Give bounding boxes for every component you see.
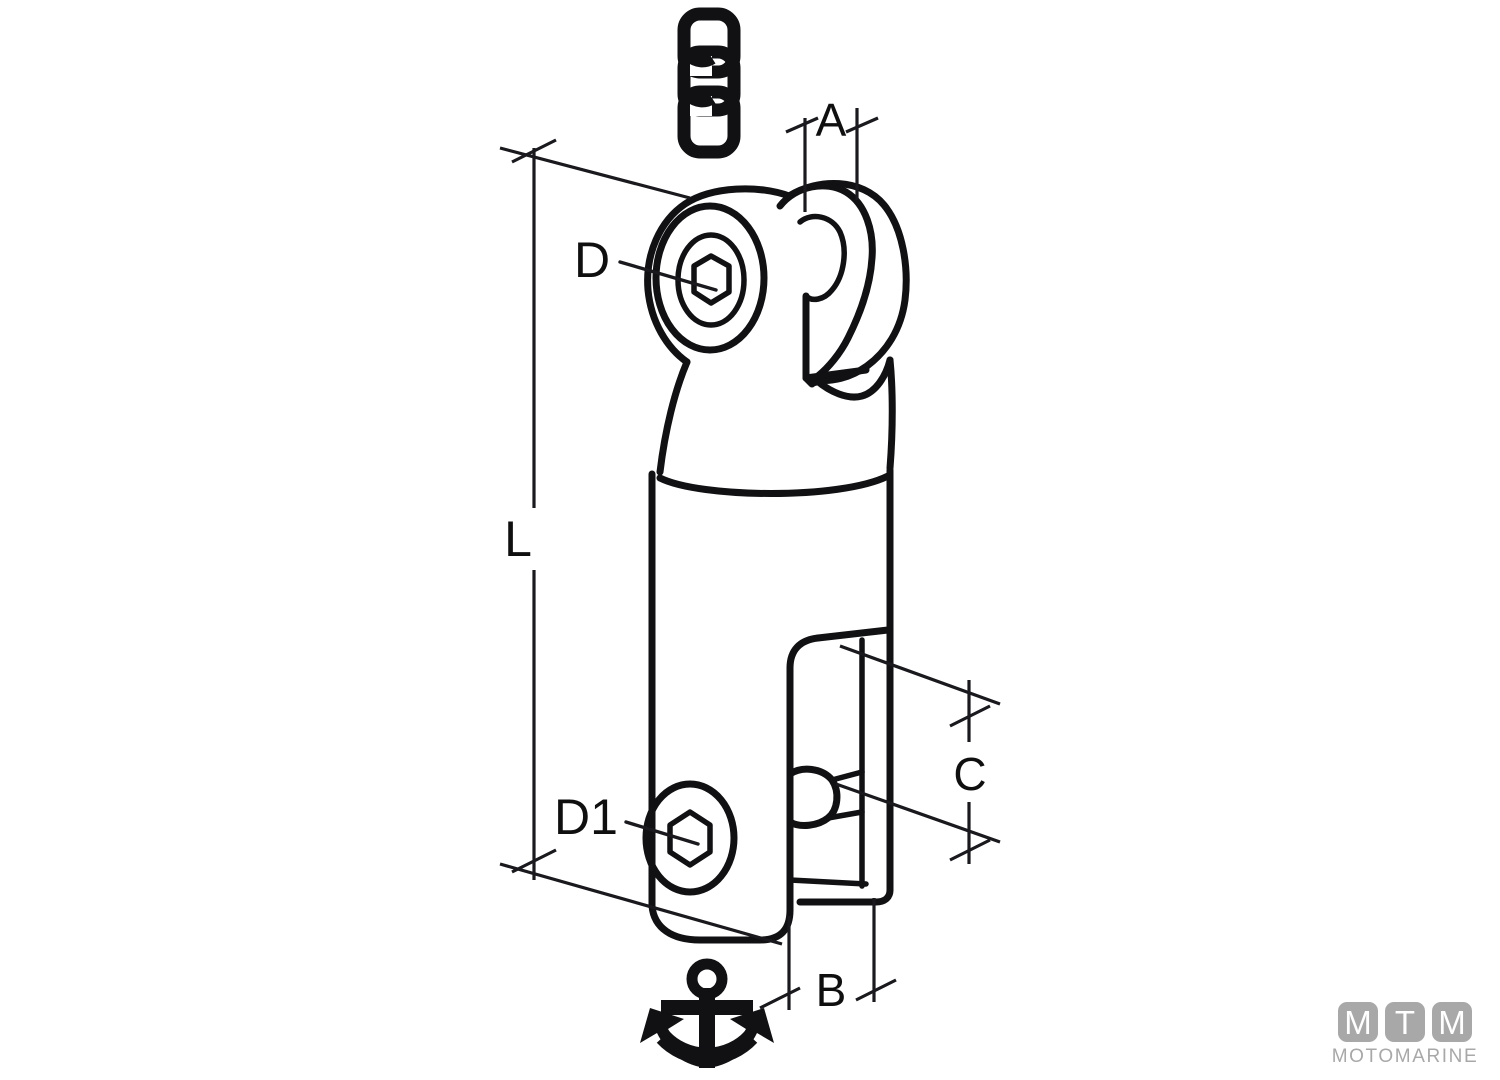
dimension-label-B: B	[816, 964, 847, 1016]
dimension-label-C: C	[953, 748, 986, 800]
lower-hex-socket	[667, 809, 713, 868]
dimension-D: D	[574, 232, 718, 292]
dimension-D1: D1	[554, 789, 700, 846]
body-neck-left	[656, 358, 691, 476]
swivel-head-rear-lobe-lower	[812, 356, 894, 401]
logo-letter-m2: M	[1438, 1004, 1466, 1041]
dimension-A: A	[785, 94, 879, 212]
jaw-pin-boss-top-face	[829, 769, 865, 783]
lower-pin-boss-outer	[642, 780, 738, 896]
jaw-right-plate	[796, 886, 894, 906]
anchor-icon	[640, 958, 774, 1068]
mtm-motomarine-logo: M T M MOTOMARINE	[1332, 1002, 1478, 1067]
jaw-pin-boss	[786, 765, 841, 829]
shackle-eye-hole	[797, 213, 847, 303]
swivel-connector-body	[642, 179, 910, 944]
jaw-left-plate-bottom	[648, 902, 794, 944]
logo-letter-t: T	[1395, 1004, 1415, 1041]
shackle-leg	[802, 292, 816, 388]
dimension-label-D1: D1	[554, 789, 618, 845]
upper-pin-boss-inner	[675, 232, 747, 328]
dimension-B: B	[759, 898, 897, 1016]
jaw-slot-top-edge	[814, 626, 892, 642]
logo-squares: M T M	[1338, 1002, 1472, 1042]
dimension-L: L	[499, 138, 783, 946]
dimension-C: C	[835, 644, 1001, 864]
dimension-label-D: D	[574, 232, 610, 288]
logo-wordmark: MOTOMARINE	[1332, 1046, 1478, 1067]
dimension-label-L: L	[504, 511, 532, 567]
swivel-head-left-lobe	[644, 185, 793, 366]
logo-letter-m1: M	[1344, 1004, 1372, 1041]
chain-link-icon	[677, 7, 741, 159]
barrel-seam	[656, 472, 892, 497]
upper-hex-socket	[691, 253, 732, 306]
jaw-slot-front	[786, 634, 822, 914]
body-neck-right	[886, 356, 896, 472]
shackle-leg-bottom-face	[809, 367, 869, 387]
dimension-label-A: A	[816, 94, 847, 146]
upper-pin-boss-outer	[652, 202, 768, 354]
shackle-eye-outer	[776, 182, 876, 380]
jaw-pin-boss-face	[825, 809, 865, 821]
jaw-slot-bottom-face	[787, 877, 869, 887]
